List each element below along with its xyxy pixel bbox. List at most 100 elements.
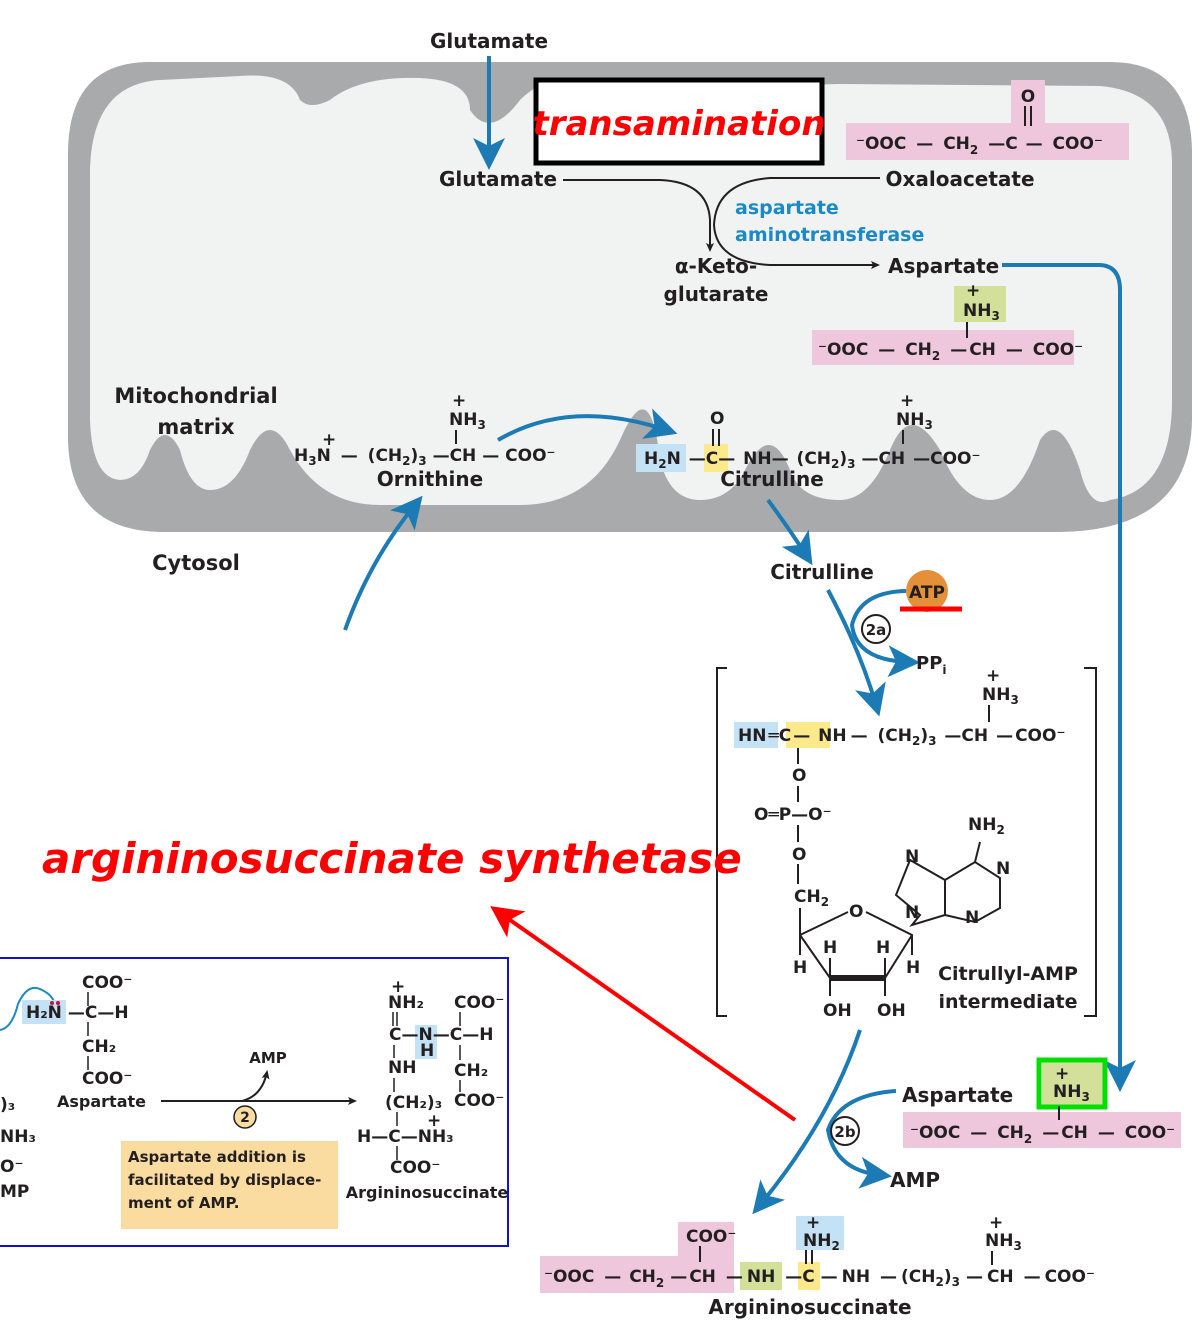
svg-text:OH: OH: [823, 1001, 852, 1021]
svg-text:N: N: [996, 859, 1010, 879]
svg-text:N: N: [905, 903, 919, 923]
svg-text:N: N: [965, 908, 979, 928]
akg-label-line1: α-Keto-: [675, 254, 757, 278]
svg-text:O: O: [792, 766, 806, 786]
citrulline-export-arrow: [766, 498, 813, 566]
amp-2b-label: AMP: [890, 1168, 940, 1192]
svg-text:ment of AMP.: ment of AMP.: [128, 1194, 239, 1212]
matrix-label-line2: matrix: [157, 415, 235, 439]
svg-text:O: O: [792, 845, 806, 865]
svg-text:COO⁻: COO⁻: [82, 973, 132, 993]
svg-text:⁻OOC — CH2 —: ⁻OOC — CH2 —CH — COO⁻: [910, 1123, 1175, 1148]
oxaloacetate-structure: O ⁻OOC — CH2 —C — COO⁻: [846, 80, 1129, 160]
svg-text:OH: OH: [877, 1001, 906, 1021]
enzyme-label-line2: aminotransferase: [735, 224, 924, 246]
aspartate-export-arrow: [1002, 263, 1136, 1092]
atp-badge: ATP: [906, 570, 948, 612]
glutamate-to-akg-line: [563, 179, 714, 252]
svg-text:C—N—C—H: C—N—C—H: [389, 1025, 493, 1045]
svg-text:COO⁻: COO⁻: [454, 993, 504, 1013]
aspartate-in-amp-out-arrow: [825, 1089, 897, 1189]
svg-text:+: +: [427, 1111, 441, 1131]
oxaloacetate-to-aspartate-line: [712, 177, 880, 269]
svg-text:H3N — (CH2)3: H3N — (CH2)3 —CH — COO⁻: [294, 446, 556, 470]
ornithine-label: Ornithine: [377, 467, 483, 491]
svg-text:NH3: NH3: [963, 301, 1000, 323]
svg-text:NH2: NH2: [803, 1231, 840, 1253]
svg-text:COO⁻: COO⁻: [390, 1158, 440, 1178]
svg-text:N: N: [905, 847, 919, 867]
svg-text:2: 2: [240, 1110, 250, 1126]
svg-text:⁻OOC — CH2 —: ⁻OOC — CH2 —CH —NH —C —NH —(CH2)3 —CH —C…: [544, 1267, 1095, 1292]
svg-text:(CH₂)₃: (CH₂)₃: [385, 1093, 442, 1113]
citrullyl-amp-structure: HN═C— NH— (CH2)3 —CH —COO⁻ + NH3 O O═P—O…: [734, 666, 1065, 1021]
svg-text:H—C—NH₃: H—C—NH₃: [357, 1127, 454, 1147]
glutamate-outside-label: Glutamate: [430, 29, 548, 53]
svg-text:+: +: [900, 391, 914, 411]
svg-text:H: H: [793, 958, 807, 978]
svg-text:O: O: [849, 902, 863, 922]
aspartate-matrix-structure: + NH3 ⁻OOC — CH2 —CH — COO⁻: [812, 281, 1083, 365]
svg-text:⁻OOC — CH2 —: ⁻OOC — CH2 —C — COO⁻: [856, 134, 1103, 159]
inset-amp-label: AMP: [249, 1049, 287, 1067]
nh3-highlight-box: [1036, 1057, 1108, 1110]
aspartate-matrix-label: Aspartate: [888, 254, 999, 278]
svg-text:CH₂: CH₂: [454, 1061, 488, 1081]
svg-text:O═P—O⁻: O═P—O⁻: [754, 805, 832, 825]
akg-label-line2: glutarate: [664, 282, 769, 306]
svg-text:NH3: NH3: [985, 1231, 1022, 1253]
svg-text:NH3: NH3: [896, 410, 933, 432]
aspartate-cytosol-label: Aspartate: [902, 1083, 1013, 1107]
svg-text:Aspartate addition is: Aspartate addition is: [128, 1148, 306, 1166]
aspartate-cytosol-structure: + NH3 ⁻OOC — CH2 —CH — COO⁻: [903, 1057, 1181, 1148]
citrullyl-amp-bracket: [716, 667, 1097, 1017]
intermediate-label-line1: Citrullyl-AMP: [938, 963, 1078, 985]
argininosuccinate-label: Argininosuccinate: [708, 1295, 911, 1319]
svg-text:COO⁻: COO⁻: [82, 1069, 132, 1089]
ppi-label: PPi: [916, 653, 947, 677]
glutamate-inside-label: Glutamate: [439, 167, 557, 191]
inset-mechanism-box: )₃ NH₃ O⁻ MP COO⁻ H₂N —C—H CH₂ COO⁻ Aspa…: [0, 957, 509, 1247]
argininosuccinate-structure: COO⁻ + NH2 ⁻OOC — CH2 —CH —NH —C —NH —(C…: [540, 1213, 1095, 1293]
svg-text:NH3: NH3: [1053, 1082, 1090, 1104]
ornithine-structure: + H3N — (CH2)3 —CH — COO⁻ + NH3: [294, 391, 556, 470]
svg-text:H₂N —C—H: H₂N —C—H: [26, 1003, 129, 1023]
svg-text:COO⁻: COO⁻: [686, 1227, 736, 1247]
citrulline-matrix-structure: O H2N —C— NH— (CH2)3 —CH —COO⁻ + NH3: [636, 391, 980, 473]
mitochondrion: [68, 62, 1192, 532]
svg-text:NH₃: NH₃: [0, 1127, 36, 1147]
svg-text:COO⁻: COO⁻: [454, 1091, 504, 1111]
ornithine-to-citrulline-arrow: [496, 408, 678, 442]
svg-text:CH2: CH2: [794, 887, 829, 909]
svg-text:NH2: NH2: [968, 815, 1005, 837]
step-2a-badge: 2a: [861, 614, 891, 644]
synthetase-pointer-arrow: [490, 906, 797, 1122]
svg-text:2a: 2a: [866, 621, 887, 639]
inset-aspartate-label: Aspartate: [57, 1092, 146, 1111]
atp-label: ATP: [909, 583, 945, 603]
svg-text:+: +: [1055, 1064, 1069, 1084]
svg-text:H2N —C— NH—: H2N —C— NH— (CH2)3 —CH —COO⁻: [644, 449, 980, 473]
ornithine-import-arrow: [343, 495, 423, 631]
intermediate-to-argininosuccinate-arrow: [752, 1029, 862, 1215]
svg-text:O: O: [710, 409, 724, 429]
inset-product-label: Argininosuccinate: [346, 1183, 509, 1202]
svg-text:CH₂: CH₂: [82, 1037, 116, 1057]
svg-text:NH₂: NH₂: [388, 993, 424, 1013]
transamination-label: transamination: [532, 104, 825, 144]
svg-text:)₃: )₃: [0, 1095, 15, 1115]
svg-text:+: +: [986, 666, 1000, 686]
svg-text:2b: 2b: [834, 1123, 855, 1141]
atp-to-ppi-arrow: [849, 589, 920, 678]
svg-text:H: H: [420, 1041, 434, 1061]
svg-text:+: +: [322, 430, 336, 450]
svg-text:facilitated by displace-: facilitated by displace-: [128, 1171, 321, 1189]
svg-text:NH3: NH3: [449, 410, 486, 432]
matrix-space: [90, 75, 1172, 505]
inset-note: [121, 1141, 338, 1229]
svg-text:+: +: [391, 977, 405, 997]
svg-text:+: +: [989, 1213, 1003, 1233]
step-2b-badge: 2b: [830, 1116, 860, 1146]
svg-text:+: +: [966, 281, 980, 301]
